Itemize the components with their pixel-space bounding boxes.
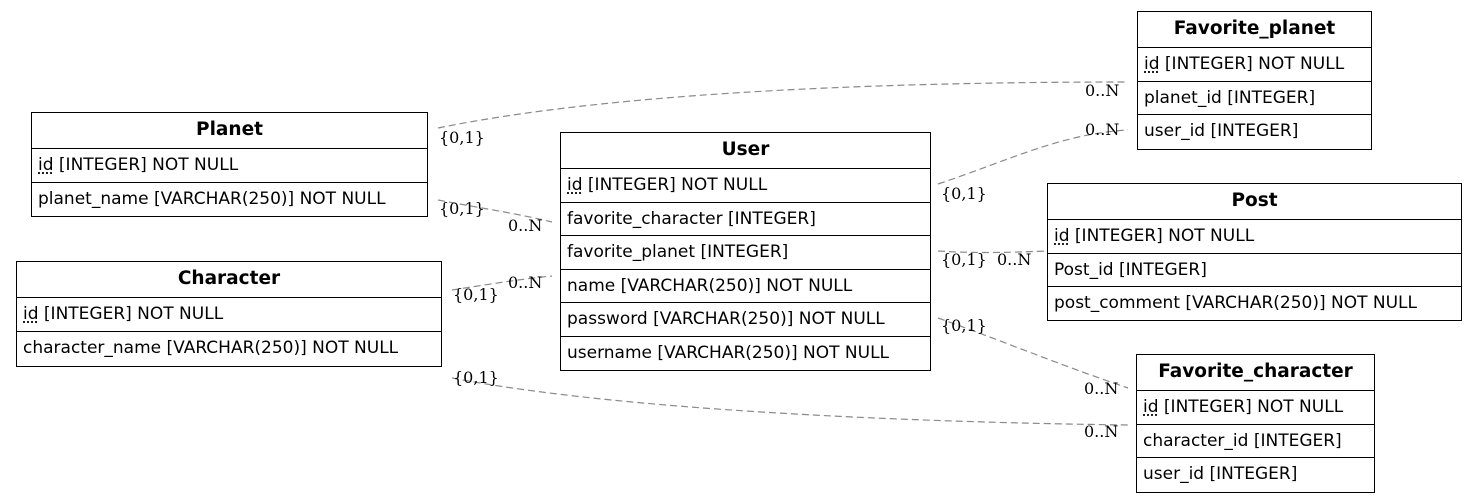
entity-title: Favorite_character: [1137, 355, 1374, 391]
multiplicity-label: 0..N: [1085, 81, 1120, 100]
field-name: character_id: [1143, 430, 1249, 451]
edge-user-post: [937, 250, 1047, 254]
field-row: user_id [INTEGER]: [1138, 115, 1371, 149]
edge-planet-favorite-planet: [437, 81, 1129, 129]
field-type: [INTEGER]: [1227, 87, 1316, 108]
entity-favorite-planet: Favorite_planet id [INTEGER] NOT NULL pl…: [1137, 11, 1372, 150]
field-row: id [INTEGER] NOT NULL: [1137, 391, 1374, 425]
multiplicity-label: {0,1}: [941, 250, 987, 269]
field-name: planet_name: [38, 188, 149, 209]
entity-title: Favorite_planet: [1138, 12, 1371, 48]
field-name: user_id: [1144, 121, 1206, 141]
field-name: name: [567, 275, 616, 296]
field-name: post_comment: [1054, 293, 1180, 313]
field-row: post_comment [VARCHAR(250)] NOT NULL: [1048, 287, 1461, 321]
entity-character: Character id [INTEGER] NOT NULL characte…: [16, 261, 442, 367]
field-row: favorite_character [INTEGER]: [561, 203, 930, 236]
field-name: password: [567, 309, 648, 329]
entity-planet: Planet id [INTEGER] NOT NULL planet_name…: [31, 112, 428, 217]
field-name: id: [1143, 397, 1159, 417]
multiplicity-label: 0..N: [508, 216, 543, 235]
field-name: id: [567, 175, 583, 195]
field-name: id: [23, 304, 39, 324]
field-type: [VARCHAR(250)] NOT NULL: [653, 309, 885, 329]
field-type: [INTEGER]: [1253, 430, 1342, 451]
field-row: password [VARCHAR(250)] NOT NULL: [561, 303, 930, 337]
field-row: user_id [INTEGER]: [1137, 458, 1374, 492]
field-type: [VARCHAR(250)] NOT NULL: [620, 275, 853, 296]
field-name: username: [567, 342, 652, 363]
field-name: id: [38, 155, 54, 175]
field-name: favorite_character: [567, 208, 723, 229]
field-type: [VARCHAR(250)] NOT NULL: [657, 342, 890, 363]
edge-character-user: [451, 275, 553, 291]
entity-title: Post: [1048, 184, 1461, 220]
multiplicity-label: {0,1}: [941, 184, 987, 203]
field-row: id [INTEGER] NOT NULL: [1048, 220, 1461, 254]
field-type: [INTEGER] NOT NULL: [43, 304, 224, 324]
field-type: [VARCHAR(250)] NOT NULL: [1185, 293, 1417, 313]
field-type: [INTEGER] NOT NULL: [587, 175, 768, 195]
multiplicity-label: {0,1}: [439, 199, 485, 218]
field-row: character_id [INTEGER]: [1137, 425, 1374, 458]
multiplicity-label: {0,1}: [439, 128, 485, 147]
field-name: character_name: [23, 337, 162, 358]
field-row: id [INTEGER] NOT NULL: [1138, 48, 1371, 82]
field-type: [INTEGER]: [700, 242, 789, 262]
field-type: [VARCHAR(250)] NOT NULL: [166, 337, 399, 358]
field-row: Post_id [INTEGER]: [1048, 254, 1461, 287]
multiplicity-label: 0..N: [508, 273, 543, 292]
entity-title: User: [561, 133, 930, 169]
multiplicity-label: {0,1}: [453, 368, 499, 387]
field-type: [VARCHAR(250)] NOT NULL: [153, 188, 386, 209]
multiplicity-label: 0..N: [997, 250, 1032, 269]
field-name: id: [1144, 54, 1160, 74]
entity-favorite-character: Favorite_character id [INTEGER] NOT NULL…: [1136, 354, 1375, 493]
field-type: [INTEGER]: [1119, 259, 1207, 280]
entity-title: Character: [17, 262, 441, 298]
field-row: favorite_planet [INTEGER]: [561, 236, 930, 270]
multiplicity-label: 0..N: [1084, 379, 1119, 398]
field-type: [INTEGER] NOT NULL: [58, 155, 239, 175]
multiplicity-label: {0,1}: [453, 285, 499, 304]
entity-post: Post id [INTEGER] NOT NULL Post_id [INTE…: [1047, 183, 1462, 321]
field-name: user_id: [1143, 464, 1205, 484]
entity-title: Planet: [32, 113, 427, 149]
multiplicity-label: {0,1}: [941, 316, 987, 335]
field-name: favorite_planet: [567, 242, 696, 262]
field-type: [INTEGER] NOT NULL: [1074, 226, 1255, 246]
field-type: [INTEGER]: [1209, 464, 1298, 484]
field-type: [INTEGER] NOT NULL: [1164, 54, 1345, 74]
field-name: id: [1054, 226, 1070, 246]
field-name: planet_id: [1144, 87, 1222, 108]
field-row: name [VARCHAR(250)] NOT NULL: [561, 270, 930, 303]
field-row: id [INTEGER] NOT NULL: [32, 149, 427, 183]
multiplicity-label: 0..N: [1084, 422, 1119, 441]
field-type: [INTEGER]: [1210, 121, 1299, 141]
edge-user-favorite-character: [937, 317, 1129, 389]
field-name: Post_id: [1054, 259, 1114, 280]
field-row: id [INTEGER] NOT NULL: [561, 169, 930, 203]
field-type: [INTEGER] NOT NULL: [1163, 397, 1344, 417]
edge-character-favorite-character: [451, 377, 1129, 426]
entity-user: User id [INTEGER] NOT NULL favorite_char…: [560, 132, 931, 371]
field-row: planet_name [VARCHAR(250)] NOT NULL: [32, 183, 427, 217]
field-row: character_name [VARCHAR(250)] NOT NULL: [17, 332, 441, 366]
edge-user-favorite-planet: [937, 129, 1129, 185]
field-type: [INTEGER]: [728, 208, 816, 229]
field-row: username [VARCHAR(250)] NOT NULL: [561, 337, 930, 371]
field-row: planet_id [INTEGER]: [1138, 82, 1371, 115]
multiplicity-label: 0..N: [1085, 120, 1120, 139]
field-row: id [INTEGER] NOT NULL: [17, 298, 441, 332]
edge-planet-user: [437, 199, 553, 223]
